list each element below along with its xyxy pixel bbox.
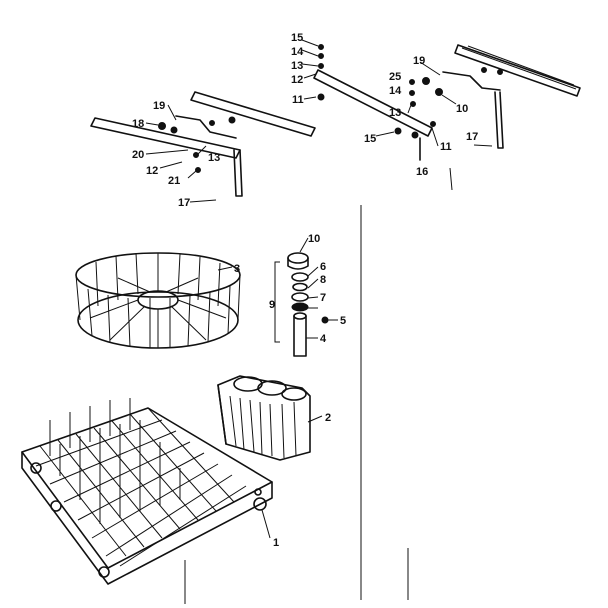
washer-14-top [318, 53, 324, 59]
cap-15-top [318, 44, 324, 50]
rack-wheel-4 [253, 497, 267, 511]
lower-rack-tines [49, 398, 181, 524]
silverware-basket [217, 375, 311, 461]
callout-17-right: 17 [466, 131, 478, 143]
callout-7: 7 [320, 292, 326, 304]
callout-10-right: 10 [456, 103, 468, 115]
callout-15-top: 15 [291, 32, 303, 44]
callout-8: 8 [320, 274, 326, 286]
gasket-8 [291, 302, 309, 312]
spray-tube-assembly [274, 252, 329, 357]
roller-18 [158, 122, 166, 130]
bolt-12-right [411, 131, 419, 139]
left-rail-rear [190, 91, 316, 137]
roller-19-left [170, 126, 178, 134]
callout-21: 21 [168, 175, 180, 187]
basket-cell-2 [257, 380, 287, 396]
callout-13-top: 13 [291, 60, 303, 72]
screw-11-top [317, 93, 325, 101]
roller-10-right [435, 88, 443, 96]
right-rail-center [313, 69, 433, 137]
callout-15-mid: 15 [364, 133, 376, 145]
bracket-9 [274, 261, 280, 343]
callout-10: 10 [308, 233, 320, 245]
cap-10 [287, 252, 309, 264]
callout-12-top: 12 [291, 74, 303, 86]
callout-13-left: 13 [208, 152, 220, 164]
callout-12-left: 12 [146, 165, 158, 177]
callout-5: 5 [340, 315, 346, 327]
screw-13-left [193, 152, 199, 158]
washer-14-right [409, 90, 415, 96]
basket-edge [217, 384, 227, 445]
seal-7 [291, 292, 309, 302]
cup-rack-spokes [89, 277, 227, 348]
callout-25: 25 [389, 71, 401, 83]
callout-11-top: 11 [292, 94, 304, 106]
callout-20: 20 [132, 149, 144, 161]
clip-5 [321, 316, 329, 324]
right-rail-stop [494, 91, 504, 149]
roller-left-rear [228, 116, 236, 124]
callout-3: 3 [234, 263, 240, 275]
cap-15-mid [394, 127, 402, 135]
callout-17-left: 17 [178, 197, 190, 209]
callout-6: 6 [320, 261, 326, 273]
left-roller-arm [175, 115, 237, 139]
right-rack-rail-assembly [313, 44, 581, 161]
rack-wheel-2 [50, 500, 62, 512]
lower-rack-base [21, 451, 273, 585]
left-rack-rail-assembly [90, 91, 316, 197]
clip-13-top [318, 63, 324, 69]
callout-18: 18 [132, 118, 144, 130]
callout-4: 4 [320, 333, 327, 345]
roller-right-rear-2 [497, 69, 503, 75]
spray-tube-4 [293, 315, 307, 357]
left-rail-stop [233, 149, 243, 197]
roller-left-mid [209, 120, 215, 126]
leader-lines [145, 39, 493, 604]
roller-right-rear [481, 67, 487, 73]
callout-9: 9 [269, 299, 275, 311]
seal-7-a [292, 282, 308, 292]
right-rail-rear [454, 44, 581, 97]
washer-6 [291, 272, 309, 282]
cap-10-body [287, 257, 309, 270]
callout-11-right: 11 [440, 141, 452, 153]
callout-1: 1 [273, 537, 279, 549]
rack-wheel-1 [30, 462, 42, 474]
basket-body [217, 375, 311, 461]
nut-21 [195, 167, 201, 173]
callout-16: 16 [416, 166, 428, 178]
screw-11-right [430, 121, 436, 127]
roller-19-right [422, 77, 430, 85]
cup-rack [75, 252, 241, 349]
right-rail-rear-ridges [461, 45, 577, 90]
callout-14-right: 14 [389, 85, 402, 97]
basket-cell-3 [281, 387, 307, 401]
spray-tube-top [293, 312, 307, 320]
rack-wheel-hub [254, 488, 262, 496]
part-25 [409, 79, 415, 85]
rack-wheel-3 [98, 566, 110, 578]
cup-rack-wires [75, 252, 241, 348]
basket-slots [229, 395, 297, 459]
callout-13-right: 13 [389, 107, 401, 119]
callout-labels: 1 2 3 4 5 6 7 8 9 10 10 11 11 12 12 13 1… [132, 32, 478, 549]
callout-2: 2 [325, 412, 331, 424]
lower-rack [21, 398, 273, 585]
right-roller-arm [442, 71, 501, 91]
lower-rack-grid [35, 407, 247, 567]
clip-13-right [410, 101, 416, 107]
callout-19-left: 19 [153, 100, 165, 112]
callout-19-right: 19 [413, 55, 425, 67]
callout-14-top: 14 [291, 46, 304, 58]
left-rail-front [90, 117, 241, 159]
